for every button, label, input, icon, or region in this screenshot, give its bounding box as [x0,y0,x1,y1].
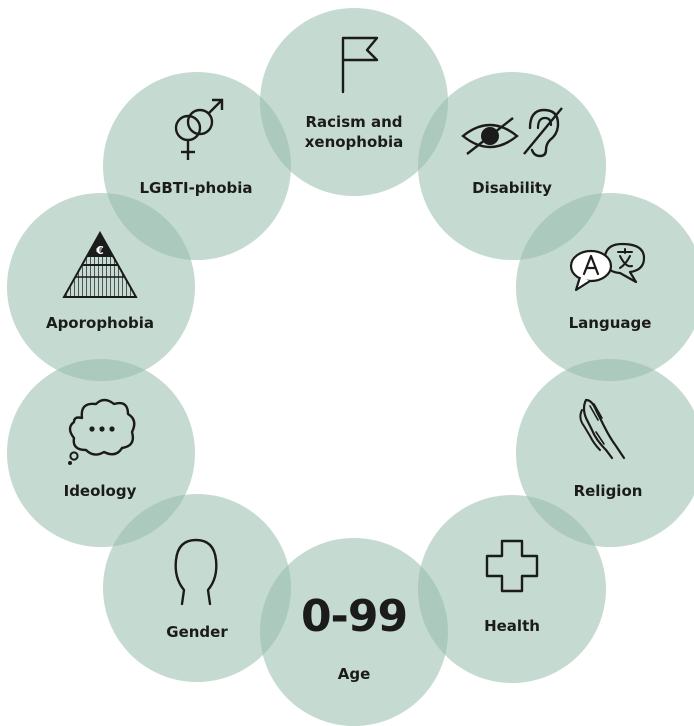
label-racism-line1: Racism and [305,113,403,131]
label-lgbti: LGBTI-phobia [139,179,253,197]
thought-bubble-icon [68,398,136,465]
cross-icon [485,539,539,593]
label-religion: Religion [573,482,643,500]
circle-racism [260,8,448,196]
eye-crossed-icon [461,117,519,155]
head-silhouette-icon [174,538,218,606]
label-aporophobia: Aporophobia [45,314,155,332]
praying-hands-icon [579,398,626,460]
circle-age [260,538,448,726]
label-health: Health [484,617,540,635]
circle-health [418,495,606,683]
label-disability: Disability [472,179,552,197]
flag-icon [341,36,379,94]
label-racism: Racism and xenophobia [305,112,404,152]
gender-symbols-icon [174,98,224,160]
circle-lgbti [103,72,291,260]
label-language: Language [568,314,652,332]
label-gender: Gender [166,623,228,641]
label-ideology: Ideology [63,482,137,500]
circle-language [516,193,694,381]
svg-text:€: € [95,244,104,257]
speech-bubbles-translate-icon [569,242,646,292]
euro-pyramid-icon: € [62,231,138,298]
label-age: Age [337,665,371,683]
age-range-value: 0-99 [300,591,408,642]
ear-crossed-icon [523,107,563,158]
label-racism-line2: xenophobia [304,133,404,151]
